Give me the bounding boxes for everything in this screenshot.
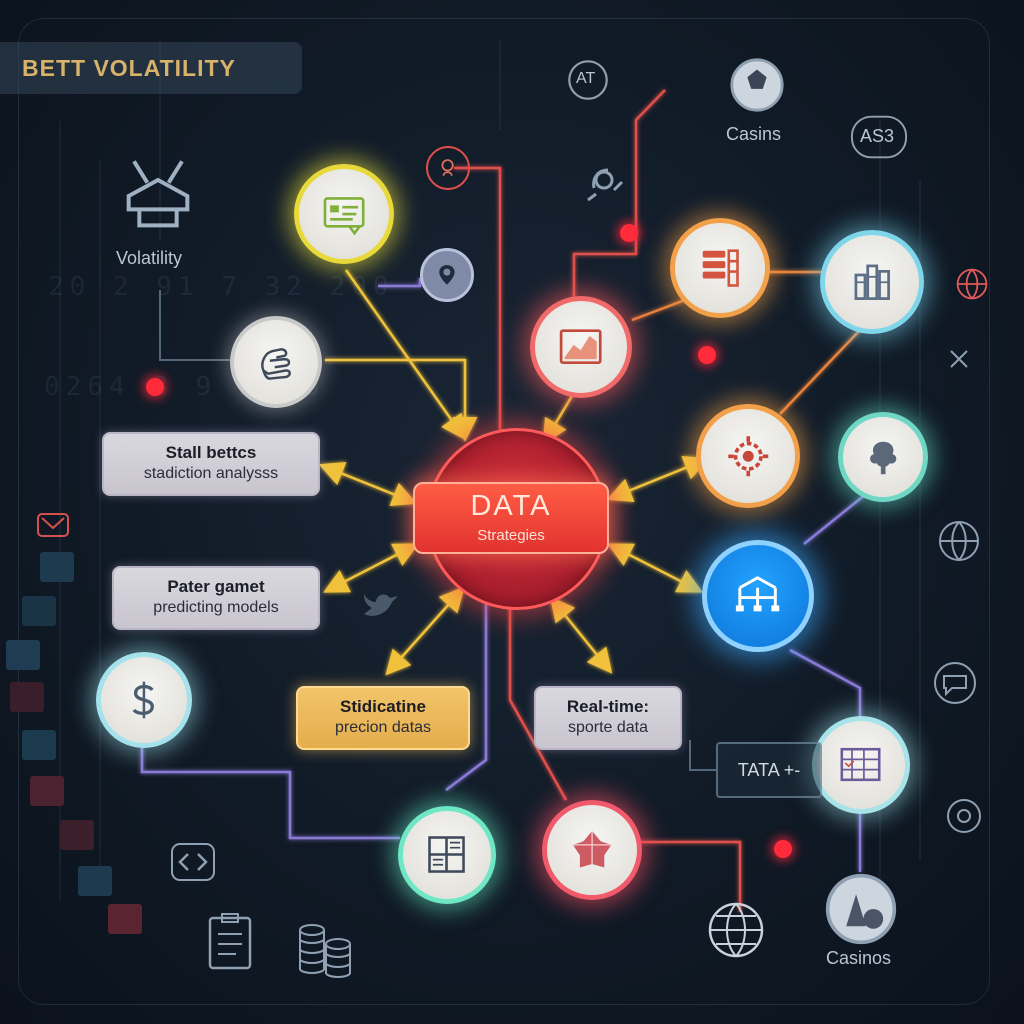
dollar-icon: [132, 681, 154, 719]
globe-icon: [939, 521, 979, 561]
card-subtitle: precion datas: [334, 718, 432, 736]
head-node[interactable]: [426, 146, 470, 190]
decor-square: [30, 776, 64, 806]
hub-label[interactable]: DATA Strategies: [413, 482, 609, 554]
grid-node[interactable]: [398, 806, 496, 904]
settings-icon: [947, 799, 981, 833]
head-icon: [441, 159, 455, 177]
accent-dot: [146, 378, 164, 396]
accent-dot: [620, 224, 638, 242]
globe-icon: [708, 902, 764, 958]
dollar-node[interactable]: [96, 652, 192, 748]
coupon-node[interactable]: [294, 164, 394, 264]
soccer-ball-icon: [730, 58, 784, 112]
card-real-time[interactable]: Real-time: sporte data: [534, 686, 682, 750]
page-title: BETT VOLATILITY: [22, 54, 236, 81]
hub-title: DATA: [470, 490, 552, 522]
casinos-label: Casinos: [826, 948, 892, 968]
coupon-icon: [323, 197, 365, 236]
table-node[interactable]: [670, 218, 770, 318]
badge-at-label: AT: [576, 70, 596, 87]
card-subtitle: predicting models: [153, 598, 279, 616]
close-icon: [950, 350, 968, 368]
volatility-label: Volatility: [116, 248, 183, 268]
card-stall-bets[interactable]: Stall bettcs stadiction analysss: [102, 432, 320, 496]
accent-dot: [774, 840, 792, 858]
hands-icon: [260, 347, 291, 380]
diamond-node[interactable]: [542, 800, 642, 900]
bar-chart-icon: [854, 264, 890, 300]
as3-badge: [850, 115, 908, 159]
calendar-icon: [841, 748, 881, 782]
tata-box: TATA +-: [716, 742, 822, 798]
card-pater-gamet[interactable]: Pater gamet predicting models: [112, 566, 320, 630]
casins-label: Casins: [726, 124, 782, 144]
hub-subtitle: Strategies: [477, 527, 545, 544]
accent-dot: [698, 346, 716, 364]
network-node[interactable]: [702, 540, 814, 652]
calendar-node[interactable]: [812, 716, 910, 814]
network-icon: [736, 576, 780, 612]
table-icon: [702, 249, 739, 287]
decor-square: [108, 904, 142, 934]
ghost-numbers: 20 2 91 7 32 200: [48, 272, 395, 302]
card-subtitle: stadiction analysss: [143, 464, 279, 482]
card-title: Real-time:: [566, 697, 650, 717]
decor-square: [40, 552, 74, 582]
hands-node[interactable]: [230, 316, 322, 408]
refresh-icon: [587, 168, 624, 202]
map-pin-icon: [439, 265, 455, 285]
mail-icon: [37, 513, 69, 537]
tree-icon: [869, 441, 897, 475]
coin-stack-icon: [299, 924, 351, 978]
chart-node[interactable]: [530, 296, 632, 398]
diamond-icon: [572, 830, 612, 868]
decor-square: [60, 820, 94, 850]
gear-node[interactable]: [696, 404, 800, 508]
clipboard-icon: [208, 913, 252, 970]
gear-icon: [728, 436, 768, 476]
bird-icon: [364, 594, 398, 616]
decor-square: [22, 596, 56, 626]
card-subtitle: sporte data: [567, 718, 649, 736]
decor-square: [6, 640, 40, 670]
chat-icon: [934, 662, 976, 704]
arrows-icon: [171, 843, 215, 881]
bar-chart-node[interactable]: [820, 230, 924, 334]
card-title: Stidicatine: [340, 697, 426, 717]
as3-label: AS3: [860, 126, 895, 146]
location-node[interactable]: [420, 248, 474, 302]
card-title: Pater gamet: [167, 577, 265, 597]
globe-icon: [956, 268, 988, 300]
chart-icon: [560, 329, 602, 365]
badge-icon: [568, 60, 608, 100]
decor-square: [10, 682, 44, 712]
casino-icon: [825, 873, 897, 945]
background-frame: [18, 18, 990, 1005]
grid-icon: [428, 836, 466, 874]
card-title: Stall bettcs: [165, 443, 257, 463]
tree-node[interactable]: [838, 412, 928, 502]
card-stidicatine[interactable]: Stidicatine precion datas: [296, 686, 470, 750]
router-icon: [126, 160, 190, 228]
decor-square: [78, 866, 112, 896]
decor-square: [22, 730, 56, 760]
title-bar: BETT VOLATILITY: [0, 42, 302, 94]
arrow: [344, 269, 466, 441]
